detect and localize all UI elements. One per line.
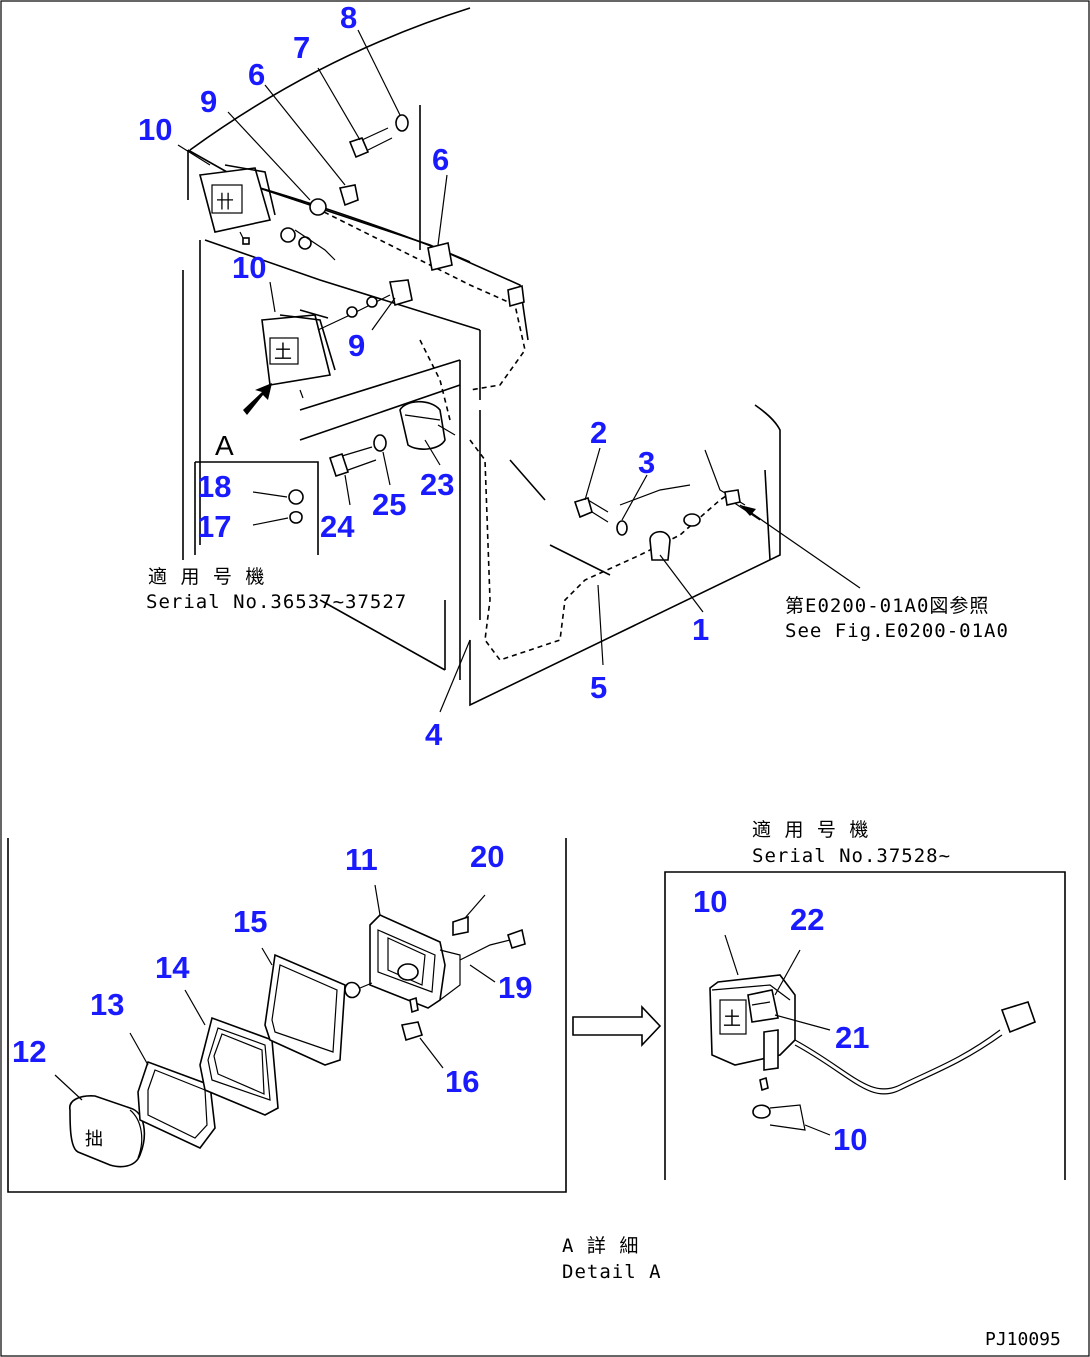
callout-22: 22 <box>790 902 824 937</box>
callout-4: 4 <box>425 717 443 752</box>
seal-15 <box>264 953 346 1066</box>
callout-1: 1 <box>692 612 709 647</box>
view-letter: A <box>215 430 234 461</box>
callout-18: 18 <box>197 469 231 504</box>
callout-19: 19 <box>498 970 532 1005</box>
transition-arrow <box>572 1004 662 1048</box>
figure-ref-jp: 第E0200-01A0図参照 <box>785 595 989 617</box>
callout-23: 23 <box>420 467 454 502</box>
callout-24: 24 <box>320 509 355 544</box>
callout-10-upper: 10 <box>138 112 172 147</box>
callout-8: 8 <box>340 0 357 35</box>
callout-10-variant-b: 10 <box>833 1122 867 1157</box>
serial-note-2-en: Serial No.37528~ <box>752 845 951 867</box>
serial-note-2-jp: 適 用 号 機 <box>752 819 869 841</box>
figure-ref-en: See Fig.E0200-01A0 <box>785 620 1009 642</box>
drawing-code: PJ10095 <box>985 1329 1061 1350</box>
callout-7: 7 <box>293 30 310 65</box>
detail-leaders <box>54 884 496 1101</box>
callout-5: 5 <box>590 670 607 705</box>
callout-10-lower: 10 <box>232 250 266 285</box>
serial-note-1-jp: 適 用 号 機 <box>148 566 265 588</box>
work-lamp-lower: 土 <box>261 279 413 399</box>
callout-6-right: 6 <box>432 142 449 177</box>
callout-15: 15 <box>233 904 267 939</box>
clamp-group <box>573 489 741 561</box>
bracket-6 <box>427 242 453 271</box>
gasket-13 <box>137 1060 216 1149</box>
variant-box: 土 <box>664 871 1066 1180</box>
housing-11 <box>344 914 526 1042</box>
callout-17: 17 <box>197 509 231 544</box>
callout-13: 13 <box>90 987 124 1022</box>
svg-text:土: 土 <box>274 342 292 363</box>
callout-21: 21 <box>835 1020 869 1055</box>
callout-9-lower: 9 <box>348 328 365 363</box>
callout-14: 14 <box>155 950 190 985</box>
callout-3: 3 <box>638 445 655 480</box>
callout-6-upper: 6 <box>248 57 265 92</box>
inset-17-18 <box>194 461 319 555</box>
serial-note-1-en: Serial No.36537~37527 <box>146 591 407 613</box>
view-arrow <box>243 383 272 415</box>
rim-14 <box>199 1016 279 1116</box>
callout-12: 12 <box>12 1034 46 1069</box>
detail-caption-en: Detail A <box>562 1261 662 1283</box>
svg-text:卄: 卄 <box>216 192 234 213</box>
detail-a-box <box>7 838 567 1193</box>
bracket-6b <box>507 284 525 308</box>
detail-caption-jp: A 詳 細 <box>562 1235 639 1257</box>
lamp-lens-12: 拙 <box>69 1095 146 1168</box>
callout-20: 20 <box>470 839 504 874</box>
svg-text:拙: 拙 <box>85 1129 103 1150</box>
callout-25: 25 <box>372 487 406 522</box>
callout-16: 16 <box>445 1064 479 1099</box>
callout-10-variant: 10 <box>693 884 727 919</box>
work-lamp-upper: 卄 <box>198 164 359 261</box>
callout-labels: 1 2 3 4 5 6 6 7 8 9 9 10 10 10 10 11 12 … <box>12 0 869 1157</box>
callout-9-upper: 9 <box>200 84 217 119</box>
switch-23 <box>328 400 456 478</box>
svg-text:土: 土 <box>723 1009 741 1030</box>
bolt-7 <box>348 114 409 159</box>
callout-2: 2 <box>590 415 607 450</box>
leader-lines <box>177 29 861 713</box>
callout-11: 11 <box>345 842 378 877</box>
